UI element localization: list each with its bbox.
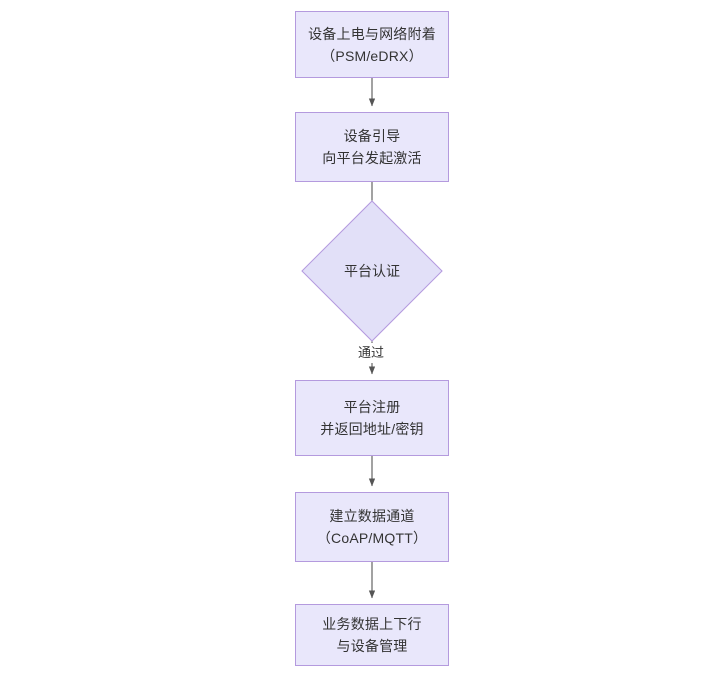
node-label-line1: 平台认证 [344,263,400,279]
node-label-line1: 设备上电与网络附着 [308,25,436,42]
node-label-line1: 业务数据上下行 [322,616,422,632]
node-establish-data-channel[interactable]: 建立数据通道 （CoAP/MQTT） [295,492,449,562]
node-label-line2: 与设备管理 [336,638,408,654]
node-device-bootstrap[interactable]: 设备引导 向平台发起激活 [295,112,449,182]
node-platform-register[interactable]: 平台注册 并返回地址/密钥 [295,380,449,456]
node-label-line2: 并返回地址/密钥 [320,421,424,437]
node-label-line2: （PSM/eDRX） [321,47,423,64]
node-label-line1: 建立数据通道 [329,508,415,524]
node-business-data-exchange[interactable]: 业务数据上下行 与设备管理 [295,604,449,666]
node-label-line2: （CoAP/MQTT） [316,530,428,546]
node-device-power-on[interactable]: 设备上电与网络附着 （PSM/eDRX） [295,11,449,78]
node-label-line1: 平台注册 [343,399,401,415]
node-label-line1: 设备引导 [343,128,401,144]
edge-label-pass: 通过 [355,343,388,363]
node-platform-auth-label: 平台认证 [322,221,422,321]
node-label-line2: 向平台发起激活 [322,150,422,166]
